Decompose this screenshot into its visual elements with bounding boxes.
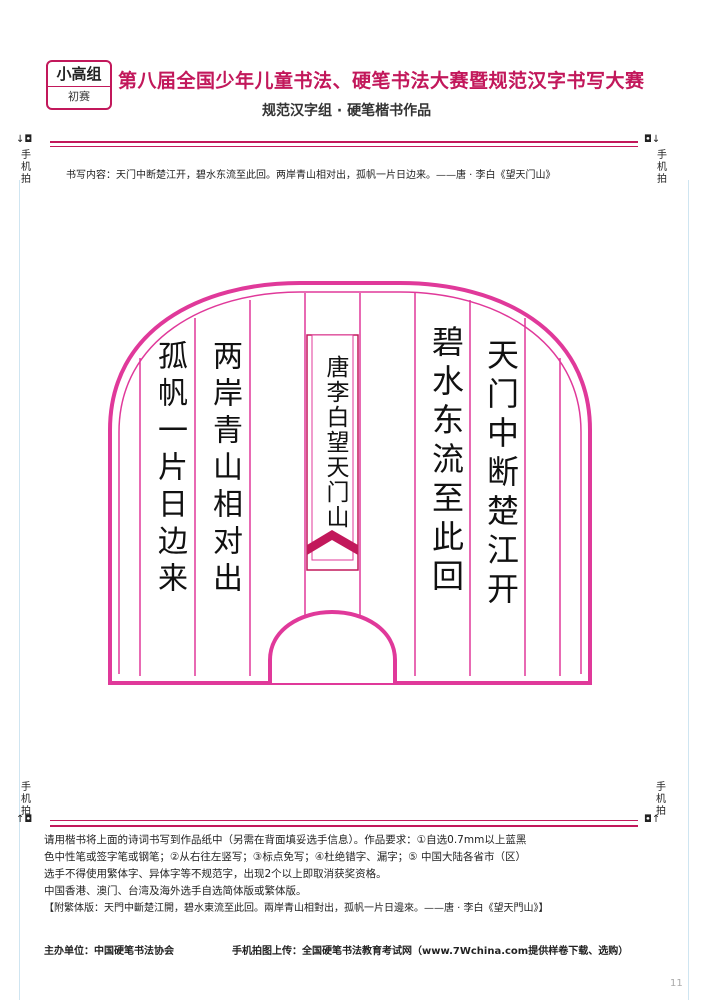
side-label: 手机拍: [21, 150, 31, 185]
guide-line: [688, 180, 689, 1000]
poem-column-3: 两岸青山相对出: [207, 340, 242, 599]
upload-info: 手机拍图上传：全国硬笔书法教育考试网（www.7Wchina.com提供样卷下载…: [232, 946, 629, 957]
badge-round-label: 初赛: [68, 90, 90, 103]
camera-marker-icon: ◘↑: [644, 814, 661, 825]
instruction-line: 【附繁体版：天門中斷楚江開，碧水東流至此回。兩岸青山相對出，孤帆一片日邊來。——…: [44, 903, 549, 914]
page-title: 第八届全国少年儿童书法、硬笔书法大赛暨规范汉字书写大赛: [118, 70, 645, 92]
side-label: 手机拍: [656, 782, 666, 817]
signature-column: 唐李白望天门山: [322, 355, 348, 530]
side-label: 手机拍: [657, 150, 667, 185]
camera-marker-icon: ↑◘: [16, 814, 33, 825]
page-subtitle: 规范汉字组 · 硬笔楷书作品: [262, 103, 432, 119]
group-badge: 小高组 初赛: [46, 60, 112, 110]
instruction-line: 中国香港、澳门、台湾及海外选手自选简体版或繁体版。: [44, 885, 307, 897]
poem-column-4: 孤帆一片日边来: [152, 340, 187, 599]
badge-group-label: 小高组: [56, 65, 102, 83]
side-label: 手机拍: [21, 782, 31, 817]
writing-content: 书写内容：天门中断楚江开，碧水东流至此回。两岸青山相对出，孤帆一片日边来。——唐…: [66, 170, 556, 181]
top-rule-thin: [50, 146, 638, 147]
top-rule: [50, 141, 638, 143]
badge-divider: [48, 86, 110, 87]
bottom-rule-thin: [50, 820, 638, 821]
camera-marker-icon: ↓◘: [16, 134, 33, 145]
organizer: 主办单位：中国硬笔书法协会: [44, 946, 174, 957]
instruction-line: 色中性笔或签字笔或钢笔；②从右往左竖写；③标点免写；④杜绝错字、漏字；⑤ 中国大…: [44, 851, 526, 863]
page-mark: 11: [670, 978, 683, 989]
poem-column-1: 天门中断楚江开: [482, 338, 520, 611]
guide-line: [19, 180, 20, 1000]
instruction-line: 选手不得使用繁体字、异体字等不规范字，出现2个以上即取消获奖资格。: [44, 868, 387, 880]
bottom-rule: [50, 825, 638, 827]
instructions: 请用楷书将上面的诗词书写到作品纸中（另需在背面填妥选手信息）。作品要求：①自选0…: [44, 832, 624, 917]
camera-marker-icon: ◘↓: [644, 134, 661, 145]
poem-column-2: 碧水东流至此回: [427, 325, 465, 598]
instruction-line: 请用楷书将上面的诗词书写到作品纸中（另需在背面填妥选手信息）。作品要求：①自选0…: [44, 834, 527, 846]
